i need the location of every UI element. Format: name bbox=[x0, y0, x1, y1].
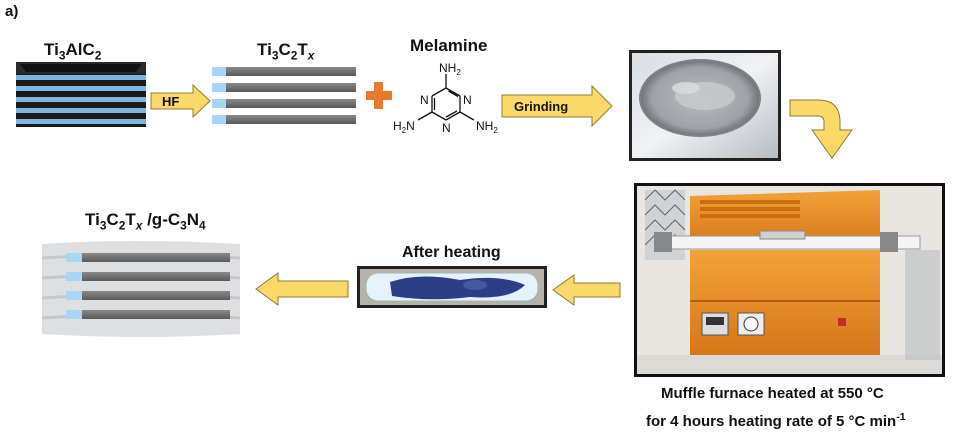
svg-text:NH2: NH2 bbox=[476, 119, 498, 135]
grinding-label: Grinding bbox=[514, 99, 568, 114]
arrow-furnace-to-boat bbox=[552, 274, 621, 306]
furnace-photo bbox=[634, 183, 945, 377]
svg-text:N: N bbox=[463, 93, 472, 107]
label-melamine: Melamine bbox=[410, 36, 488, 55]
label-ti3c2tx: Ti3C2Tx bbox=[257, 40, 315, 63]
ti3alc2-block bbox=[16, 62, 146, 127]
hf-label: HF bbox=[162, 94, 179, 109]
svg-text:H2N: H2N bbox=[393, 119, 415, 135]
label-furnace-line2: for 4 hours heating rate of 5 °C min-1 bbox=[646, 411, 906, 430]
label-ti3alc2: Ti3AlC2 bbox=[44, 40, 102, 63]
panel-label: a) bbox=[5, 3, 19, 20]
mortar-photo bbox=[629, 50, 781, 161]
melamine-atoms: NH2 N N N H2N NH2 bbox=[393, 61, 498, 135]
ti3c2tx-layers bbox=[212, 67, 356, 124]
composite-structure bbox=[41, 241, 241, 337]
svg-text:N: N bbox=[420, 93, 429, 107]
curved-arrow bbox=[789, 99, 853, 159]
melamine-structure bbox=[417, 74, 475, 121]
label-furnace-line1: Muffle furnace heated at 550 °C bbox=[661, 385, 884, 402]
label-after-heating: After heating bbox=[402, 244, 501, 261]
boat-photo bbox=[357, 266, 547, 308]
svg-text:NH2: NH2 bbox=[439, 61, 461, 77]
plus-icon bbox=[366, 82, 392, 109]
hf-arrow: HF bbox=[150, 83, 211, 119]
svg-text:N: N bbox=[442, 121, 451, 135]
arrow-boat-to-composite bbox=[255, 272, 349, 306]
grinding-arrow: Grinding bbox=[501, 84, 613, 128]
label-composite: Ti3C2Tx /g-C3N4 bbox=[85, 210, 206, 233]
